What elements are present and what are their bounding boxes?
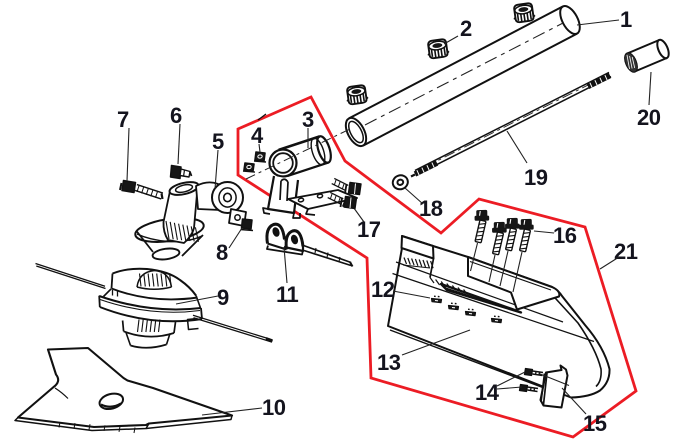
svg-text:18: 18 <box>419 196 443 221</box>
svg-text:17: 17 <box>357 217 381 242</box>
svg-text:8: 8 <box>216 240 228 265</box>
svg-text:13: 13 <box>377 350 401 375</box>
svg-text:19: 19 <box>524 165 548 190</box>
svg-text:16: 16 <box>553 223 577 248</box>
svg-text:4: 4 <box>251 123 264 148</box>
svg-text:21: 21 <box>614 239 638 264</box>
svg-text:7: 7 <box>117 107 129 132</box>
svg-text:10: 10 <box>262 395 286 420</box>
svg-text:15: 15 <box>583 411 607 436</box>
svg-text:3: 3 <box>302 107 314 132</box>
svg-text:1: 1 <box>620 7 632 32</box>
svg-text:14: 14 <box>475 380 500 405</box>
svg-text:12: 12 <box>371 277 395 302</box>
svg-text:20: 20 <box>637 105 661 130</box>
svg-text:11: 11 <box>276 282 299 307</box>
svg-text:5: 5 <box>212 129 224 154</box>
svg-text:2: 2 <box>460 16 472 41</box>
svg-text:9: 9 <box>217 285 229 310</box>
svg-text:6: 6 <box>170 103 182 128</box>
